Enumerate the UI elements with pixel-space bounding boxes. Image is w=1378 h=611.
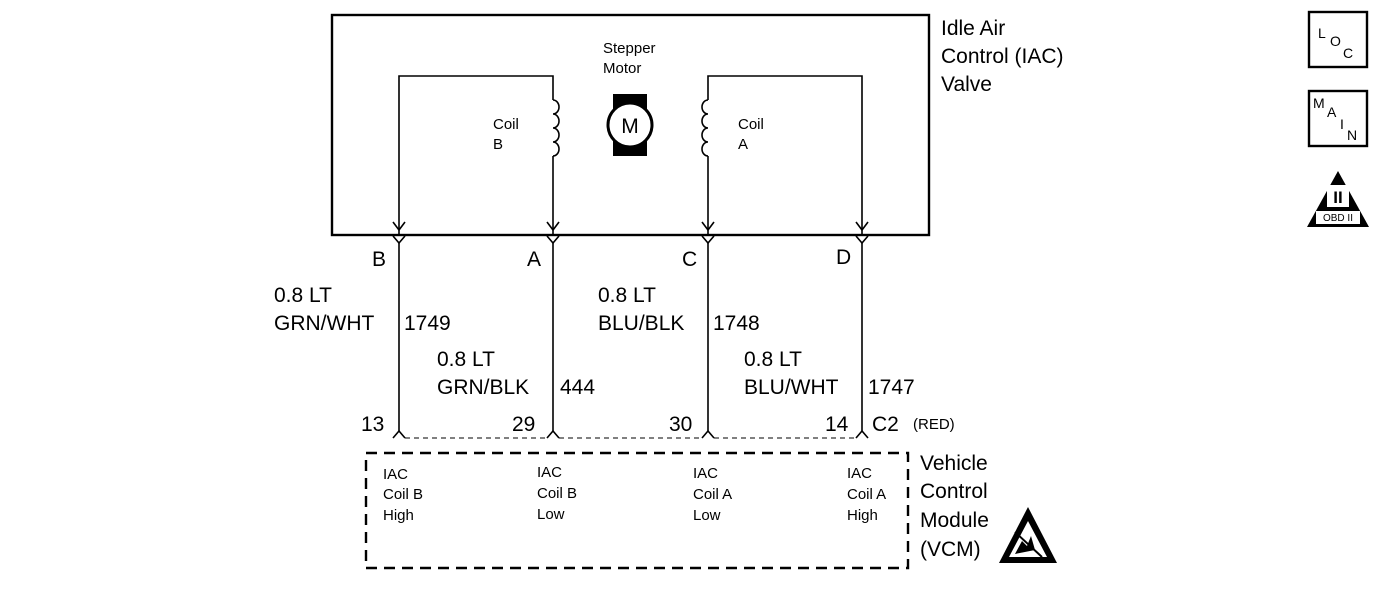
main-letter-m: M bbox=[1313, 95, 1325, 111]
vcm-title-line-2: Control bbox=[920, 480, 988, 503]
main-letter-n: N bbox=[1347, 127, 1357, 143]
connector-color-note: (RED) bbox=[913, 416, 955, 433]
vcm-terminal-2-line-2: Coil B bbox=[537, 485, 577, 502]
pin-label-b: B bbox=[372, 248, 386, 271]
vcm-terminal-2-line-1: IAC bbox=[537, 464, 562, 481]
iac-valve-box bbox=[330, 13, 931, 237]
pin-number-30: 30 bbox=[669, 413, 692, 436]
connector-name: C2 bbox=[872, 413, 899, 436]
pin-label-c: C bbox=[682, 248, 697, 271]
iac-title-line-1: Idle Air bbox=[941, 17, 1005, 40]
obd-numeral: II bbox=[1333, 188, 1342, 207]
wire-1-circuit: 1749 bbox=[404, 312, 451, 335]
wire-4-color: BLU/WHT bbox=[744, 376, 839, 399]
iac-title-line-3: Valve bbox=[941, 73, 992, 96]
wire-4-gauge: 0.8 LT bbox=[744, 348, 802, 371]
pin-label-a: A bbox=[527, 248, 541, 271]
vcm-terminal-1-line-2: Coil B bbox=[383, 486, 423, 503]
obd-ii-icon: II OBD II bbox=[1307, 171, 1369, 227]
vcm-terminal-3-line-2: Coil A bbox=[693, 486, 732, 503]
vcm-box bbox=[364, 451, 910, 570]
wire-3-color: BLU/BLK bbox=[598, 312, 684, 335]
coil-b-label-line-2: B bbox=[493, 136, 503, 153]
stepper-label-line-1: Stepper bbox=[603, 40, 656, 57]
vcm-title-line-1: Vehicle bbox=[920, 452, 988, 475]
vcm-title-line-3: Module bbox=[920, 509, 989, 532]
coil-b-label-line-1: Coil bbox=[493, 116, 519, 133]
wires: 0.8 LT GRN/WHT 1749 0.8 LT GRN/BLK 444 0… bbox=[274, 243, 915, 431]
wire-2-circuit: 444 bbox=[560, 376, 595, 399]
vcm-terminal-4-line-2: Coil A bbox=[847, 486, 886, 503]
wire-3-circuit: 1748 bbox=[713, 312, 760, 335]
vcm-terminal-2-line-3: Low bbox=[537, 506, 565, 523]
wire-2-color: GRN/BLK bbox=[437, 376, 529, 399]
main-letter-i: I bbox=[1340, 116, 1344, 132]
pin-number-14: 14 bbox=[825, 413, 849, 436]
vcm-terminal-3-line-1: IAC bbox=[693, 465, 718, 482]
wire-3-gauge: 0.8 LT bbox=[598, 284, 656, 307]
vcm-terminal-1-line-3: High bbox=[383, 507, 414, 524]
iac-title-line-2: Control (IAC) bbox=[941, 45, 1064, 68]
main-letter-a: A bbox=[1327, 104, 1337, 120]
esd-sensitive-icon bbox=[999, 507, 1057, 563]
pin-number-13: 13 bbox=[361, 413, 384, 436]
iac-connector: B A C D bbox=[372, 235, 869, 271]
motor-symbol: M bbox=[621, 115, 639, 138]
stepper-motor-icon: M bbox=[606, 94, 654, 156]
vcm-connector-c2: 13 29 30 14 C2 (RED) bbox=[361, 413, 955, 439]
wire-4-circuit: 1747 bbox=[868, 376, 915, 399]
wire-2-gauge: 0.8 LT bbox=[437, 348, 495, 371]
vcm-title-line-4: (VCM) bbox=[920, 538, 981, 561]
wire-1-color: GRN/WHT bbox=[274, 312, 374, 335]
loc-icon: L O C bbox=[1307, 10, 1369, 69]
vcm-terminal-1-line-1: IAC bbox=[383, 466, 408, 483]
pin-label-d: D bbox=[836, 246, 851, 269]
main-icon: M A I N bbox=[1307, 89, 1369, 148]
stepper-label-line-2: Motor bbox=[603, 60, 641, 77]
loc-letter-l: L bbox=[1318, 25, 1326, 41]
loc-letter-c: C bbox=[1343, 45, 1353, 61]
loc-letter-o: O bbox=[1330, 33, 1341, 49]
coil-a-label-line-2: A bbox=[738, 136, 748, 153]
vcm-terminal-4-line-3: High bbox=[847, 507, 878, 524]
iac-valve: Idle Air Control (IAC) Valve Stepper Mot… bbox=[330, 13, 1064, 237]
coil-b-winding bbox=[552, 99, 560, 157]
pin-number-29: 29 bbox=[512, 413, 535, 436]
obd-label: OBD II bbox=[1323, 213, 1353, 224]
vcm-terminal-3-line-3: Low bbox=[693, 507, 721, 524]
coil-a-winding bbox=[701, 99, 709, 157]
wire-1-gauge: 0.8 LT bbox=[274, 284, 332, 307]
vcm: IAC Coil B High IAC Coil B Low IAC Coil … bbox=[364, 451, 1057, 570]
coil-a-label-line-1: Coil bbox=[738, 116, 764, 133]
vcm-terminal-4-line-1: IAC bbox=[847, 465, 872, 482]
